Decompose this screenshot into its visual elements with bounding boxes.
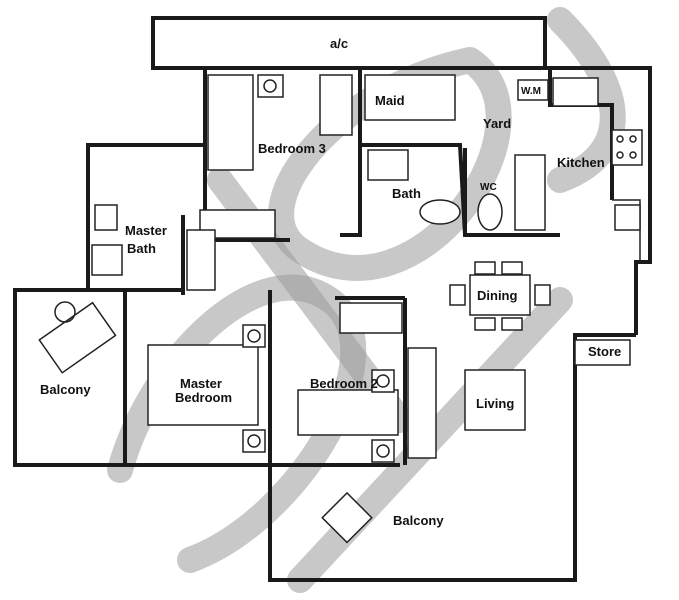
coffee-table xyxy=(464,369,526,431)
store-room xyxy=(574,339,631,366)
label-master-bath-1: Master xyxy=(125,223,167,238)
balcony-table xyxy=(321,491,373,544)
label-balcony-left: Balcony xyxy=(40,382,91,397)
wardrobe xyxy=(319,74,353,136)
bed-bedroom3 xyxy=(207,74,254,171)
sofa xyxy=(407,347,437,459)
label-maid: Maid xyxy=(375,93,405,108)
washing-machine xyxy=(517,79,549,101)
label-wm: W.M xyxy=(521,86,541,97)
bath-toilet xyxy=(419,199,461,225)
kitchen-sink xyxy=(552,77,599,107)
label-dining: Dining xyxy=(477,288,517,303)
label-living: Living xyxy=(476,396,514,411)
ac-ledge: a/c xyxy=(151,16,547,70)
label-bath: Bath xyxy=(392,186,421,201)
bedside-table xyxy=(257,74,284,98)
bath-sink xyxy=(367,149,409,181)
master-bath-toilet xyxy=(94,204,118,231)
label-wc: WC xyxy=(480,182,497,193)
master-bath-sink xyxy=(91,244,123,276)
label-yard: Yard xyxy=(483,116,511,131)
wardrobe xyxy=(186,229,216,291)
label-balcony-bottom: Balcony xyxy=(393,513,444,528)
fridge xyxy=(514,154,546,231)
label-master-bedroom-1: Master xyxy=(180,376,222,391)
label-bedroom3: Bedroom 3 xyxy=(258,141,326,156)
bedside-table xyxy=(242,429,266,453)
label-master-bedroom-2: Bedroom xyxy=(175,390,232,405)
bed-bedroom2 xyxy=(297,389,399,436)
maid-bed xyxy=(364,74,456,121)
label-ac: a/c xyxy=(330,36,348,51)
label-store: Store xyxy=(588,344,621,359)
furniture: W.M xyxy=(38,74,643,544)
balcony-lounger xyxy=(38,301,117,374)
bedside-table xyxy=(242,324,266,348)
label-bedroom2: Bedroom 2 xyxy=(310,376,378,391)
stove xyxy=(611,129,643,166)
room-labels: Maid Yard Kitchen Bedroom 3 Bath WC Mast… xyxy=(40,93,621,528)
master-bed xyxy=(147,344,259,426)
wardrobe xyxy=(339,302,403,334)
wc-toilet xyxy=(477,193,503,231)
label-master-bath-2: Bath xyxy=(127,241,156,256)
cabinet xyxy=(614,204,641,231)
dining-table xyxy=(469,274,531,316)
label-kitchen: Kitchen xyxy=(557,155,605,170)
